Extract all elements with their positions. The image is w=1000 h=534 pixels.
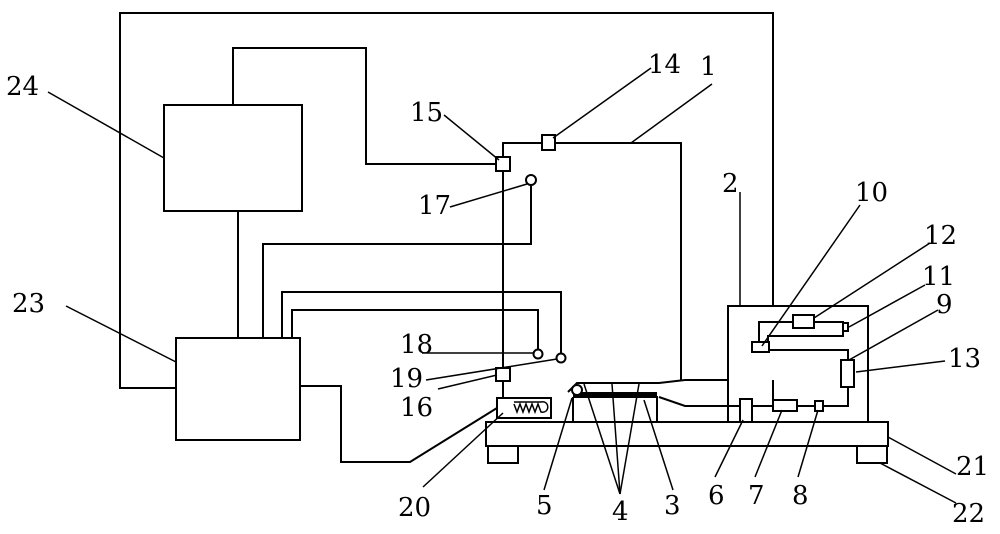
label-23: 23 [12,289,45,319]
label-11: 11 [922,262,955,292]
outer-frame-wire [119,12,774,389]
wire-23-to-sensor-18 [291,309,539,354]
component-11 [842,322,849,332]
valve-16 [495,367,511,382]
sensor-18 [532,348,544,360]
label-15: 15 [410,98,443,128]
label-10: 10 [855,178,888,208]
label-7: 7 [748,481,765,511]
label-14: 14 [648,50,681,80]
sensor-19 [555,352,567,364]
component-8 [814,400,824,412]
base-21 [485,421,889,447]
label-16: 16 [400,393,433,423]
label-5: 5 [536,491,553,521]
component-10 [751,341,770,353]
enclosure-inner-wire [727,338,740,407]
sensor-17 [525,174,537,186]
component-12 [792,314,815,329]
wire-23-to-heater-20 [300,385,498,463]
component-9 [840,359,855,388]
label-21: 21 [956,452,989,482]
enclosure-circuit [758,321,849,360]
valve-14 [541,134,556,151]
label-13: 13 [948,344,981,374]
wire-6-7-8 [752,385,849,407]
nozzle-ring-5 [571,384,583,396]
label-17: 17 [418,191,451,221]
wire-23-to-sensor-17 [262,182,532,338]
valve-15 [495,156,511,172]
wire-23-to-sensor-19 [281,291,562,358]
label-8: 8 [792,481,809,511]
controller-23-box [175,337,301,441]
sample-plate [573,392,657,397]
leader-lines [47,67,957,504]
label-12: 12 [924,221,957,251]
label-20: 20 [398,493,431,523]
component-7 [772,399,798,412]
label-18: 18 [400,330,433,360]
heater-coil [513,401,549,415]
foot-22-left [487,445,519,464]
foot-22-right [856,445,888,464]
label-22: 22 [952,499,985,529]
controller-24-box [163,104,303,212]
label-9: 9 [936,290,953,320]
label-24: 24 [6,72,39,102]
label-2: 2 [722,169,739,199]
component-6 [739,398,753,423]
label-1: 1 [700,52,717,82]
label-3: 3 [664,491,681,521]
wire-24-to-valve-15 [232,47,497,165]
label-6: 6 [708,481,725,511]
label-4: 4 [612,497,629,527]
label-19: 19 [390,364,423,394]
pipe-1-top [502,142,682,380]
